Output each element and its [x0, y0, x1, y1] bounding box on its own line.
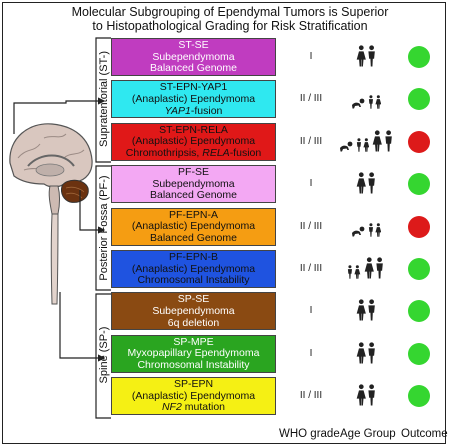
subgroup-code: PF-EPN-A — [168, 208, 218, 221]
who-grade-value: II / III — [299, 93, 323, 105]
subgroup-code: SP-SE — [177, 293, 210, 306]
who-grade-value: I — [309, 347, 313, 359]
outcome-indicator-good — [408, 88, 430, 111]
subgroup-histology: (Anaplastic) Ependymoma — [131, 135, 256, 148]
adult-pair-icon — [356, 342, 377, 364]
who-grade-value: I — [309, 178, 313, 190]
child-pair-icon — [368, 95, 382, 110]
adult-pair-icon — [372, 130, 393, 152]
subgroup-code: PF-SE — [178, 166, 209, 179]
child-pair-icon — [347, 265, 361, 279]
subgroup-code: SP-MPE — [173, 335, 214, 348]
adult-pair-icon — [356, 299, 377, 321]
age-group-icons — [334, 382, 398, 406]
outcome-indicator-poor — [408, 130, 430, 153]
age-group-icons — [334, 255, 398, 279]
figure-frame — [2, 2, 446, 444]
column-label-age-group: Age Group — [340, 428, 396, 440]
subgroup-code: ST-EPN-RELA — [159, 123, 228, 136]
subgroup-histology: Subependymoma — [152, 177, 235, 190]
column-label-outcome: Outcome — [401, 428, 448, 440]
subgroup-histology: (Anaplastic) Ependymoma — [131, 262, 256, 275]
subgroup-histology: (Anaplastic) Ependymoma — [131, 92, 256, 105]
title-line-2: to Histopathological Grading for Risk St… — [92, 19, 368, 33]
subgroup-molecular-feature: Chromosomal Instability — [137, 274, 250, 287]
who-grade-value: I — [309, 51, 313, 62]
who-grade-value: II / III — [299, 263, 323, 274]
outcome-indicator-good — [408, 385, 430, 408]
brain-sagittal-icon — [9, 123, 93, 305]
who-grade-value: II / III — [299, 390, 323, 402]
who-grade-value: II / III — [299, 220, 323, 232]
subgroup-molecular-feature: Chromothripsis, RELA-fusion — [125, 146, 262, 159]
subgroup-histology: Subependymoma — [152, 304, 235, 317]
adult-pair-icon — [356, 45, 377, 67]
child-pair-icon — [368, 222, 382, 237]
adult-pair-icon — [356, 384, 377, 406]
adult-pair-icon — [364, 257, 385, 279]
subgroup-code: SP-EPN — [173, 378, 214, 391]
figure-title: Molecular Subgrouping of Ependymal Tumor… — [40, 5, 420, 33]
region-label-spine: Spine (SP-) — [98, 326, 110, 384]
crawling-baby-icon — [351, 226, 365, 237]
subgroup-code: PF-EPN-B — [168, 251, 218, 263]
age-group-icons — [334, 43, 398, 67]
age-group-icons — [334, 297, 398, 321]
age-group-icons — [334, 128, 398, 152]
who-grade-value: II / III — [299, 135, 323, 147]
age-group-icons — [334, 85, 398, 110]
subgroup-code: ST-EPN-YAP1 — [159, 81, 228, 94]
age-group-icons — [334, 340, 398, 364]
outcome-indicator-good — [408, 300, 430, 323]
subgroup-molecular-feature: YAP1-fusion — [164, 104, 223, 117]
outcome-indicator-good — [408, 258, 430, 280]
subgroup-molecular-feature: Balanced Genome — [150, 231, 237, 244]
title-line-1: Molecular Subgrouping of Ependymal Tumor… — [71, 5, 389, 19]
subgroup-histology: (Anaplastic) Ependymoma — [131, 220, 256, 233]
age-group-icons — [334, 213, 398, 237]
crawling-baby-icon — [339, 141, 353, 152]
child-pair-icon — [356, 138, 370, 152]
subgroup-molecular-feature: Balanced Genome — [150, 189, 237, 202]
subgroup-molecular-feature: Chromosomal Instability — [137, 358, 250, 371]
who-grade-value: I — [309, 305, 313, 317]
subgroup-histology: (Anaplastic) Ependymoma — [131, 389, 256, 402]
subgroup-histology: Subependymoma — [152, 50, 235, 63]
outcome-indicator-good — [408, 173, 430, 196]
column-label-who-grade: WHO grade — [279, 428, 340, 440]
subgroup-code: ST-SE — [178, 39, 209, 51]
subgroup-molecular-feature: Balanced Genome — [150, 62, 237, 75]
age-group-icons — [334, 170, 398, 194]
adult-pair-icon — [356, 172, 377, 194]
outcome-indicator-good — [408, 46, 430, 68]
outcome-indicator-good — [408, 342, 430, 365]
crawling-baby-icon — [351, 98, 365, 109]
subgroup-molecular-feature: NF2 mutation — [161, 401, 226, 414]
outcome-indicator-poor — [408, 215, 430, 238]
subgroup-molecular-feature: 6q deletion — [167, 316, 220, 329]
subgroup-histology: Myxopapillary Ependymoma — [127, 347, 260, 360]
